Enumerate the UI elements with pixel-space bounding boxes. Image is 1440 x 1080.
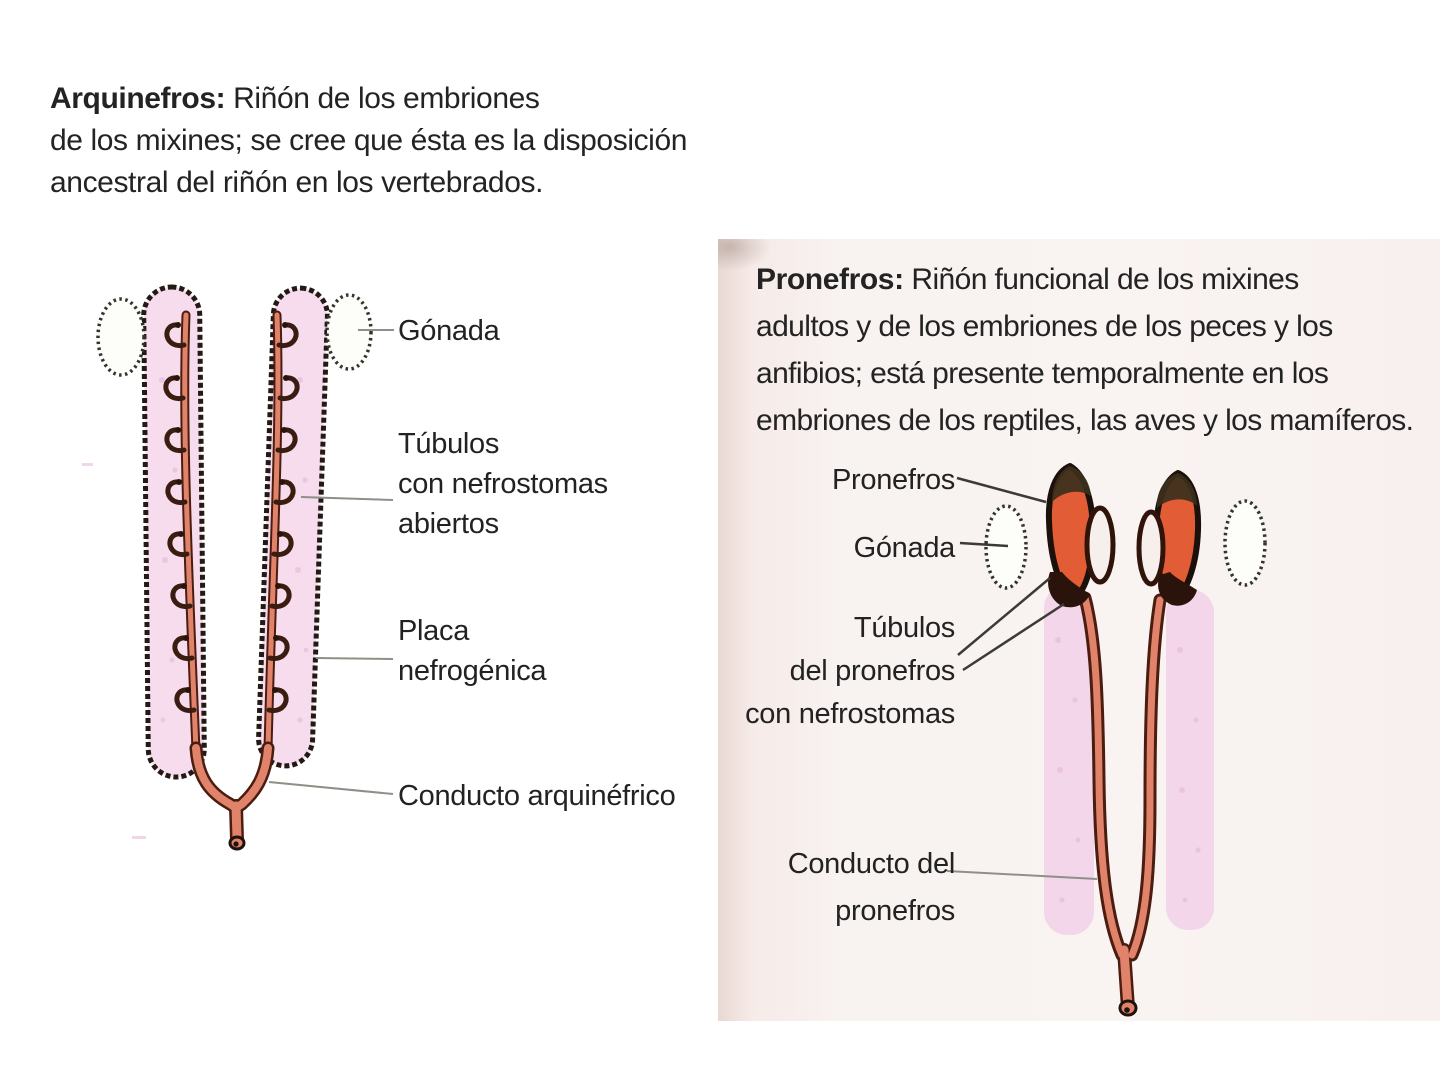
- term-arquinefros: Arquinefros:: [50, 82, 226, 115]
- nephrogenic-band-left: [1044, 585, 1094, 935]
- leader-gonada-right: [959, 541, 1009, 548]
- leader-conducto-left: [268, 781, 394, 795]
- definition-line: embriones de los reptiles, las aves y lo…: [756, 404, 1414, 437]
- label-conducto-arquinefrico: Conducto arquinéfrico: [398, 780, 676, 812]
- definition-line: adultos y de los embriones de los peces …: [756, 310, 1333, 343]
- label-tubulos-del-pronefros: Túbulos del pronefros con nefrostomas: [745, 612, 955, 730]
- archinephric-duct: [166, 310, 297, 851]
- gonad-right-oval: [325, 293, 373, 371]
- arquinefros-definition: Arquinefros: Riñón de los embriones de l…: [50, 78, 687, 204]
- pronefros-definition: Pronefros: Riñón funcional de los mixine…: [756, 256, 1414, 444]
- definition-line: Arquinefros: Riñón de los embriones: [50, 82, 540, 115]
- definition-line: anfibios; está presente temporalmente en…: [756, 357, 1329, 390]
- scan-artifact: [82, 463, 93, 466]
- pronephros-right: [1136, 470, 1202, 606]
- pronefros-diagram: [946, 463, 1267, 1017]
- label-placa-nefrogenica: Placa nefrogénica: [398, 615, 547, 687]
- label-tubulos-left: Túbulos con nefrostomas abiertos: [398, 428, 608, 540]
- gonad-right-oval: [1223, 499, 1267, 587]
- gonad-left-oval: [96, 297, 146, 377]
- label-gonada-right: Gónada: [853, 532, 956, 564]
- label-conducto-del-pronefros: Conducto del pronefros: [787, 848, 956, 927]
- definition-line: de los mixines; se cree que ésta es la d…: [50, 124, 688, 157]
- leader-placa-left: [315, 657, 394, 660]
- leader-conducto-right: [946, 870, 1098, 880]
- leader-tubulos-b: [962, 602, 1065, 672]
- definition-line: Pronefros: Riñón funcional de los mixine…: [756, 263, 1299, 296]
- arquinefros-diagram: [82, 284, 394, 851]
- label-gonada-left: Gónada: [398, 315, 500, 347]
- nephrogenic-band-right: [1166, 590, 1214, 930]
- pronephros-left: [1045, 463, 1116, 608]
- pronephric-duct: [1078, 591, 1167, 1017]
- leader-tubulos-a: [957, 577, 1051, 656]
- leader-tubulos-left: [300, 496, 394, 501]
- definition-line: ancestral del riñón en los vertebrados.: [50, 166, 544, 199]
- term-pronefros: Pronefros:: [756, 263, 904, 296]
- label-pronefros: Pronefros: [831, 464, 955, 496]
- scan-artifact: [132, 836, 146, 839]
- leader-pronefros: [956, 476, 1047, 504]
